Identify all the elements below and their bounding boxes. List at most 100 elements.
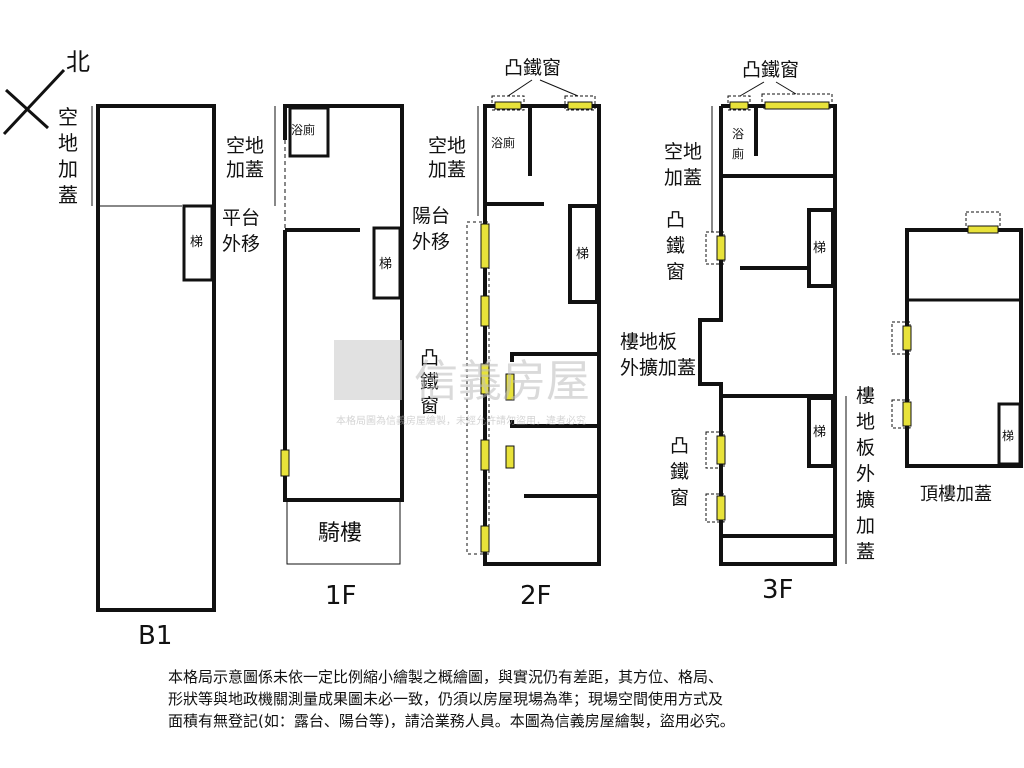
3f-window-side-1 [716, 235, 726, 261]
3f-bath-label-1: 浴 [732, 127, 744, 141]
b1-label: B1 [138, 621, 172, 651]
2f-window-side-3 [480, 363, 490, 395]
2f-bay-leader-1 [507, 79, 533, 97]
b1-outline [96, 104, 216, 612]
2f-balcony-line1: 陽台 [412, 205, 450, 227]
disclaimer-line-1: 本格局示意圖係未依一定比例縮小繪製之概繪圖，與實況仍有差距，其方位、格局、 [168, 668, 724, 686]
2f-wall-low [510, 420, 599, 428]
3f-bay-v1-1: 凸 [666, 209, 685, 231]
1f-platform-line1: 平台 [222, 207, 260, 229]
1f-stair-label: 梯 [379, 257, 392, 272]
3f-window-top-1 [729, 101, 749, 110]
3f-ext-v6: 加 [856, 515, 875, 537]
3f-bay-v2-1: 凸 [670, 435, 689, 457]
watermark-logo [334, 340, 402, 400]
watermark-line: 本格局圖為信義房屋繪製，未經允許請勿盜用，違者必究 [336, 414, 586, 427]
2f-window-side-2 [480, 295, 490, 327]
1f-yard-line2: 加蓋 [226, 159, 264, 181]
2f-bay-label-top: 凸鐵窗 [504, 57, 561, 79]
3f-window-side-3 [716, 495, 726, 521]
3f-bay-v2-3: 窗 [670, 487, 689, 509]
1f-platform-line2: 外移 [222, 233, 260, 255]
disclaimer-line-3: 面積有無登記(如：露台、陽台等)，請洽業務人員。本圖為信義房屋繪製，盜用必究。 [168, 712, 735, 730]
roof-bay-top [965, 211, 1001, 231]
north-arrow [2, 68, 66, 136]
2f-bay-leader-2 [539, 79, 579, 97]
2f-bay-top-2 [564, 95, 596, 111]
1f-window [280, 449, 290, 477]
3f-bay-v1-2: 鐵 [666, 235, 685, 257]
3f-ext-v3: 板 [856, 437, 875, 459]
2f-yard-line2: 加蓋 [428, 159, 466, 181]
floor-roof: 梯 頂樓加蓋 [891, 211, 1023, 505]
1f-outline [283, 104, 404, 502]
b1-stair-label: 梯 [190, 235, 203, 250]
2f-window-top-1 [494, 101, 522, 110]
b1-yard-1: 空 [58, 105, 78, 129]
3f-ext-v5: 擴 [856, 489, 875, 511]
2f-window-side-4 [480, 439, 490, 471]
3f-bay-top-1 [727, 95, 751, 111]
3f-stair-2-label: 梯 [813, 425, 826, 440]
3f-bay-leader-2 [775, 81, 797, 95]
3f-yard-line2: 加蓋 [664, 167, 702, 189]
1f-arcade-label: 騎樓 [318, 521, 362, 546]
1f-bath-label: 浴廁 [291, 122, 315, 137]
roof-window-side-1 [902, 325, 912, 351]
3f-label: 3F [762, 575, 794, 605]
1f-arcade [286, 499, 401, 565]
3f-ext-line1: 樓地板 [620, 331, 677, 353]
b1-yard-4: 蓋 [58, 183, 78, 207]
3f-bay-label-top: 凸鐵窗 [742, 59, 799, 81]
2f-window-side-1 [480, 223, 490, 269]
disclaimer-line-2: 形狀等與地政機關測量成果圖未必一致，仍須以房屋現場為準；現場空間使用方式及 [168, 690, 724, 708]
2f-bay-v1: 凸 [420, 347, 439, 369]
3f-stair-2 [807, 396, 835, 468]
3f-bay-top-2 [761, 93, 833, 109]
floor-b1: 梯 空 地 加 蓋 B1 [58, 104, 216, 651]
1f-label: 1F [325, 581, 357, 611]
compass: 北 [2, 48, 90, 136]
3f-bath-label-2: 廁 [732, 146, 744, 161]
roof-stair-label: 梯 [1002, 429, 1014, 443]
1f-stair [372, 226, 402, 300]
watermark-brand: 信義房屋 [414, 356, 590, 407]
3f-bay-v2-2: 鐵 [670, 461, 689, 483]
watermark: 信義房屋 本格局圖為信義房屋繪製，未經允許請勿盜用，違者必究 [334, 340, 590, 427]
3f-ext-v1: 樓 [856, 385, 875, 407]
2f-bay-v2: 鐵 [420, 371, 439, 393]
2f-stair-label: 梯 [576, 247, 589, 262]
3f-ext-v2: 地 [856, 411, 875, 433]
3f-stair-1 [807, 208, 835, 288]
b1-stair [182, 204, 214, 282]
2f-balcony-line2: 外移 [412, 231, 450, 253]
3f-window-side-2 [716, 435, 726, 465]
roof-window-top [967, 225, 999, 234]
3f-stair-1-label: 梯 [813, 241, 826, 256]
2f-window-side-5 [480, 525, 490, 553]
3f-window-top-2 [764, 101, 830, 110]
3f-bay-v1-3: 窗 [666, 261, 685, 283]
3f-bay-leader-1 [739, 81, 765, 97]
floor-3f: 浴 廁 梯 梯 凸鐵窗 空地 加蓋 凸 鐵 窗 樓地板 外擴加蓋 凸 鐵 窗 樓 [620, 59, 875, 605]
roof-label: 頂樓加蓋 [920, 484, 992, 505]
2f-stair [568, 204, 599, 304]
3f-ext-v7: 蓋 [856, 541, 875, 563]
2f-window-top-2 [567, 101, 593, 110]
2f-label: 2F [520, 581, 552, 611]
1f-yard-line1: 空地 [226, 135, 264, 157]
b1-yard-3: 加 [58, 157, 78, 181]
2f-window-inner-2 [505, 445, 515, 469]
floor-2f: 浴廁 梯 凸鐵窗 空地 加蓋 陽台 外移 凸 鐵 窗 2F [412, 57, 601, 611]
2f-window-inner-1 [505, 373, 515, 401]
2f-yard-line1: 空地 [428, 135, 466, 157]
disclaimer: 本格局示意圖係未依一定比例縮小繪製之概繪圖，與實況仍有差距，其方位、格局、 形狀… [168, 666, 868, 732]
3f-ext-line2: 外擴加蓋 [620, 357, 696, 379]
2f-bay-v3: 窗 [420, 395, 439, 417]
2f-wall-mid [510, 352, 599, 362]
roof-stair [997, 402, 1022, 466]
b1-yard-2: 地 [58, 131, 78, 155]
2f-bath-label: 浴廁 [491, 135, 515, 150]
2f-outline [483, 104, 601, 566]
